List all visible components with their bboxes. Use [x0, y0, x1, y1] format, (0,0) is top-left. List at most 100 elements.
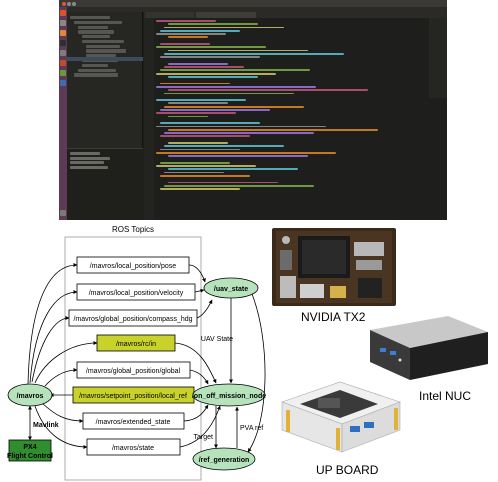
topic-label-state: /mavros/state	[112, 445, 154, 452]
node-label-mavros: /mavros	[17, 393, 44, 400]
launcher-settings-icon[interactable]	[60, 50, 66, 56]
px4-label-line1: PX4	[23, 444, 36, 451]
edge-label-pva-ref: PVA ref	[240, 425, 263, 432]
code-line	[168, 168, 298, 171]
topic-label-local-position-pose: /mavros/local_position/pose	[90, 263, 176, 270]
edge-extended-mission	[183, 404, 209, 422]
launcher-trash-icon[interactable]	[60, 210, 66, 216]
code-line	[160, 188, 240, 190]
launcher-search-icon[interactable]	[60, 10, 66, 16]
up-board-image	[281, 381, 401, 453]
label-nvidia-tx2: NVIDIA TX2	[301, 310, 366, 324]
code-line	[164, 105, 304, 108]
edge-mavros-rcin	[34, 341, 98, 384]
ide-title-bar	[59, 0, 447, 7]
node-ref-generation	[192, 447, 256, 471]
code-lines	[156, 20, 436, 191]
code-line	[168, 49, 308, 52]
code-line	[156, 20, 216, 22]
code-line	[160, 82, 230, 85]
code-line	[168, 76, 258, 78]
edge-state-mission	[179, 405, 221, 448]
code-line	[160, 135, 250, 138]
launcher-app-icon[interactable]	[60, 80, 66, 86]
topic-box-global-position-global	[76, 361, 191, 379]
editor-tab[interactable]	[196, 12, 256, 18]
edge-global-mission	[189, 369, 209, 385]
edge-label-uav-state: UAV State	[201, 336, 233, 343]
code-editor[interactable]	[144, 12, 447, 220]
code-line	[156, 165, 256, 167]
nvidia-tx2-image	[272, 228, 396, 306]
code-line	[160, 122, 260, 124]
code-line	[160, 109, 270, 111]
node-label-ref-generation: /ref_generation	[199, 457, 250, 464]
code-line	[164, 132, 314, 134]
node-uav-state	[203, 277, 259, 299]
topic-label-extended-state: /mavros/extended_state	[96, 419, 171, 426]
edge-mavros-compass	[31, 316, 70, 383]
code-line	[160, 148, 240, 151]
code-line	[156, 72, 276, 75]
line-number-gutter	[144, 18, 154, 220]
code-line	[168, 128, 378, 131]
code-line	[168, 115, 208, 118]
edge-pose-uavstate	[188, 264, 206, 283]
edge-label-mavlink: Mavlink	[33, 422, 59, 429]
topic-label-rc-in: /mavros/rc/in	[116, 341, 156, 348]
editor-tab[interactable]	[146, 12, 194, 18]
launcher-app-icon[interactable]	[60, 70, 66, 76]
editor-tabs	[144, 12, 447, 18]
edges	[27, 263, 266, 453]
ros-topics-title: ROS Topics	[112, 225, 154, 234]
ros-architecture-diagram: ROS Topics	[0, 220, 498, 482]
code-line	[164, 26, 284, 29]
code-line	[160, 69, 310, 72]
edge-compass-uavstate	[196, 299, 213, 319]
edge-label-target: Target	[194, 434, 214, 441]
ide-screenshot	[59, 0, 447, 220]
edge-mavros-state	[34, 405, 88, 449]
topic-label-global-position-global: /mavros/global_position/global	[86, 368, 181, 375]
node-label-on-off-mission: /on_off_mission_node	[192, 393, 266, 400]
code-line	[164, 171, 224, 174]
minimize-icon[interactable]	[67, 1, 71, 6]
code-line	[156, 112, 236, 115]
launcher-files-icon[interactable]	[60, 20, 66, 26]
code-line	[168, 102, 228, 105]
topic-label-local-position-velocity: /mavros/local_position/velocity	[89, 290, 184, 297]
topic-box-global-position-compass-hdg	[68, 309, 198, 327]
code-line	[164, 66, 244, 68]
code-line	[164, 184, 314, 187]
code-line	[156, 125, 326, 128]
minimap[interactable]	[429, 18, 447, 98]
node-mavros	[7, 383, 53, 407]
launcher-browser-icon[interactable]	[60, 30, 66, 36]
code-line	[160, 56, 260, 59]
file-tree[interactable]	[70, 16, 140, 78]
code-line	[164, 145, 284, 148]
code-line	[168, 89, 368, 92]
selected-file-row[interactable]	[67, 57, 143, 61]
edge-uavstate-refgen	[247, 293, 266, 453]
launcher-software-icon[interactable]	[60, 60, 66, 66]
topic-box-local-position-velocity	[76, 283, 196, 301]
edge-mavros-extended	[41, 402, 84, 423]
code-line	[156, 85, 316, 88]
code-line	[168, 62, 228, 65]
code-line	[156, 33, 226, 35]
intel-nuc-image	[370, 316, 488, 380]
node-on-off-mission	[192, 383, 266, 407]
code-line	[160, 174, 250, 177]
code-line	[156, 151, 336, 154]
close-icon[interactable]	[62, 1, 66, 6]
launcher-terminal-icon[interactable]	[60, 40, 66, 46]
edge-rcin-mission	[174, 342, 217, 384]
node-label-uav-state: /uav_state	[214, 286, 248, 293]
code-line	[168, 141, 228, 144]
topic-box-local-position-pose	[76, 256, 190, 274]
maximize-icon[interactable]	[72, 1, 76, 6]
code-line	[164, 92, 294, 95]
px4-flight-control-box	[8, 439, 52, 462]
edge-velocity-uavstate	[194, 288, 205, 293]
